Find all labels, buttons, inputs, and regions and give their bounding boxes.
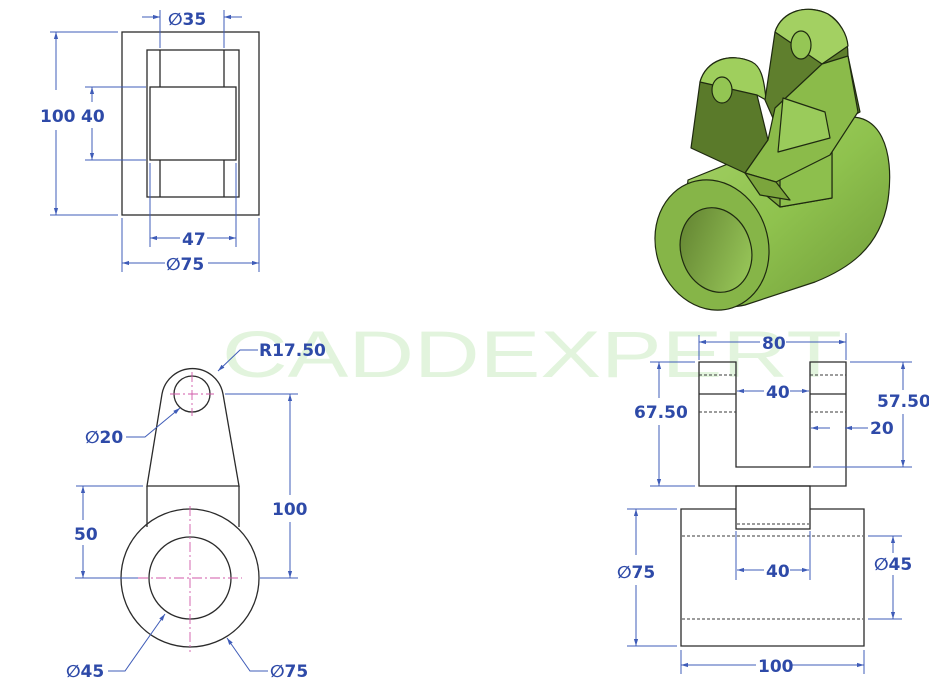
dim-side-lug-thickness: 20 <box>870 419 894 439</box>
dim-front-neck-height: 50 <box>74 525 98 545</box>
dim-front-lug-radius: R17.50 <box>259 341 326 361</box>
dim-side-neck-width: 40 <box>766 562 790 582</box>
isometric-view <box>654 8 891 311</box>
side-view-cylinder <box>680 508 865 647</box>
dim-side-bore-dia: ∅45 <box>874 555 912 575</box>
watermark-text: CADDEXPERT <box>222 317 842 391</box>
top-view-outer-outline <box>121 31 260 216</box>
dim-side-cylinder-dia: ∅75 <box>617 563 655 583</box>
dim-top-outer-dia: ∅75 <box>166 255 204 275</box>
dim-front-outer-dia: ∅75 <box>270 662 308 682</box>
front-view-lug-outline <box>146 367 240 487</box>
dim-top-boss-width: 47 <box>182 230 206 250</box>
dim-side-overall-width: 80 <box>762 334 786 354</box>
top-view-inner-outline <box>146 49 240 198</box>
top-view: ∅35 100 40 47 ∅75 <box>40 10 260 275</box>
dim-top-boss-height: 40 <box>81 107 105 127</box>
dim-front-inner-dia: ∅45 <box>66 662 104 682</box>
dim-side-clevis-height: 67.50 <box>634 403 688 423</box>
side-view: 80 40 67.50 57.50 20 40 ∅75 <box>617 333 929 677</box>
dim-side-cylinder-length: 100 <box>758 657 794 677</box>
dim-front-hole-dia: ∅20 <box>85 428 123 448</box>
dim-side-slot-depth: 57.50 <box>877 392 929 412</box>
dim-top-bore-dia: ∅35 <box>168 10 206 30</box>
top-view-boss <box>149 86 237 161</box>
dim-front-center-distance: 100 <box>272 500 308 520</box>
side-view-neck <box>735 485 811 530</box>
dim-top-height: 100 <box>40 107 76 127</box>
front-view: R17.50 ∅20 100 50 ∅45 ∅75 <box>66 341 326 682</box>
dim-side-slot-width: 40 <box>766 383 790 403</box>
